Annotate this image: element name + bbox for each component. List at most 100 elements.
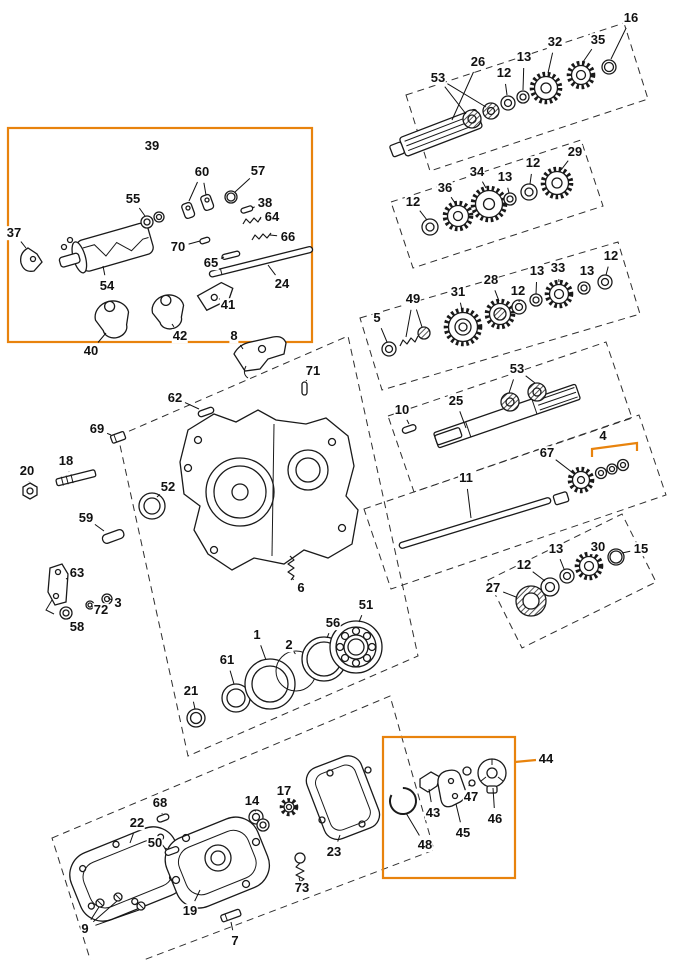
callout-13: 13 xyxy=(578,263,596,279)
callout-65: 65 xyxy=(202,255,220,271)
callout-1: 1 xyxy=(252,627,262,643)
roller-bearing xyxy=(482,102,500,120)
callout-24: 24 xyxy=(273,276,291,292)
callout-15: 15 xyxy=(632,541,650,557)
callout-50: 50 xyxy=(146,835,164,851)
callout-13: 13 xyxy=(528,263,546,279)
callout-34: 34 xyxy=(468,164,486,180)
callout-25: 25 xyxy=(447,393,465,409)
callout-44: 44 xyxy=(537,751,555,767)
callout-29: 29 xyxy=(566,144,584,160)
callout-43: 43 xyxy=(424,805,442,821)
callout-39: 39 xyxy=(143,138,161,154)
callout-32: 32 xyxy=(546,34,564,50)
callout-19: 19 xyxy=(181,903,199,919)
callout-58: 58 xyxy=(68,619,86,635)
callout-67: 67 xyxy=(538,445,556,461)
callout-53: 53 xyxy=(508,361,526,377)
shifter-lever xyxy=(47,563,69,606)
group-shifter-cam-assembly xyxy=(20,190,314,339)
group-mainshaft-assembly xyxy=(401,382,581,449)
group-output-gear-set xyxy=(515,548,625,617)
callout-52: 52 xyxy=(159,479,177,495)
pawl xyxy=(20,247,43,272)
callout-12: 12 xyxy=(509,283,527,299)
callout-26: 26 xyxy=(469,54,487,70)
shift-fork xyxy=(151,294,185,330)
shift-fork-guide xyxy=(196,281,234,312)
stud-bolt xyxy=(55,469,97,487)
callout-53: 53 xyxy=(429,70,447,86)
side-cover xyxy=(164,816,271,909)
callout-63: 63 xyxy=(68,565,86,581)
shifter-rod xyxy=(208,246,314,278)
callout-41: 41 xyxy=(219,297,237,313)
callout-59: 59 xyxy=(77,510,95,526)
highlight-leader-44 xyxy=(514,758,537,764)
callout-13: 13 xyxy=(515,49,533,65)
callout-28: 28 xyxy=(482,272,500,288)
callout-47: 47 xyxy=(462,789,480,805)
group-third-gear-set xyxy=(381,274,613,357)
callout-18: 18 xyxy=(57,453,75,469)
dowel-pin xyxy=(301,381,308,396)
callout-64: 64 xyxy=(263,209,281,225)
callout-51: 51 xyxy=(357,597,375,613)
screw xyxy=(220,908,242,923)
callout-16: 16 xyxy=(622,10,640,26)
callout-38: 38 xyxy=(256,195,274,211)
callout-31: 31 xyxy=(449,284,467,300)
callout-49: 49 xyxy=(404,291,422,307)
callout-35: 35 xyxy=(589,32,607,48)
snap-ring xyxy=(389,787,417,815)
callout-12: 12 xyxy=(524,155,542,171)
group-transmission-case xyxy=(22,335,359,620)
callout-37: 37 xyxy=(5,225,23,241)
shift-fork xyxy=(94,300,130,339)
roller-bearing xyxy=(527,382,547,402)
callout-66: 66 xyxy=(279,229,297,245)
callout-8: 8 xyxy=(229,328,239,344)
callout-6: 6 xyxy=(296,580,306,596)
callout-62: 62 xyxy=(166,390,184,406)
callout-72: 72 xyxy=(92,602,110,618)
callout-73: 73 xyxy=(293,880,311,896)
callout-13: 13 xyxy=(547,541,565,557)
callout-71: 71 xyxy=(304,363,322,379)
callout-17: 17 xyxy=(275,783,293,799)
group-second-gear-set xyxy=(421,166,574,236)
callout-27: 27 xyxy=(484,580,502,596)
callout-55: 55 xyxy=(124,191,142,207)
callout-10: 10 xyxy=(393,402,411,418)
callout-30: 30 xyxy=(589,539,607,555)
highlight-box-44 xyxy=(381,735,517,880)
callout-40: 40 xyxy=(82,343,100,359)
callout-2: 2 xyxy=(284,637,294,653)
callout-45: 45 xyxy=(454,825,472,841)
callout-4: 4 xyxy=(598,428,608,444)
dowel-pin xyxy=(164,845,180,857)
callout-12: 12 xyxy=(404,194,422,210)
dowel-pin xyxy=(156,813,170,823)
callout-9: 9 xyxy=(80,921,90,937)
callout-56: 56 xyxy=(324,615,342,631)
callout-22: 22 xyxy=(128,815,146,831)
callout-13: 13 xyxy=(496,169,514,185)
callout-42: 42 xyxy=(171,328,189,344)
callout-23: 23 xyxy=(325,844,343,860)
callout-3: 3 xyxy=(113,595,123,611)
group-bearing-set xyxy=(186,620,383,728)
callout-60: 60 xyxy=(193,164,211,180)
callout-68: 68 xyxy=(151,795,169,811)
callout-12: 12 xyxy=(495,65,513,81)
callout-5: 5 xyxy=(372,310,382,326)
callout-11: 11 xyxy=(458,470,474,486)
dowel-pin xyxy=(101,528,125,544)
callout-69: 69 xyxy=(88,421,106,437)
vent-screw xyxy=(294,852,306,883)
callout-46: 46 xyxy=(486,811,504,827)
callout-48: 48 xyxy=(416,837,434,853)
callout-54: 54 xyxy=(98,278,116,294)
